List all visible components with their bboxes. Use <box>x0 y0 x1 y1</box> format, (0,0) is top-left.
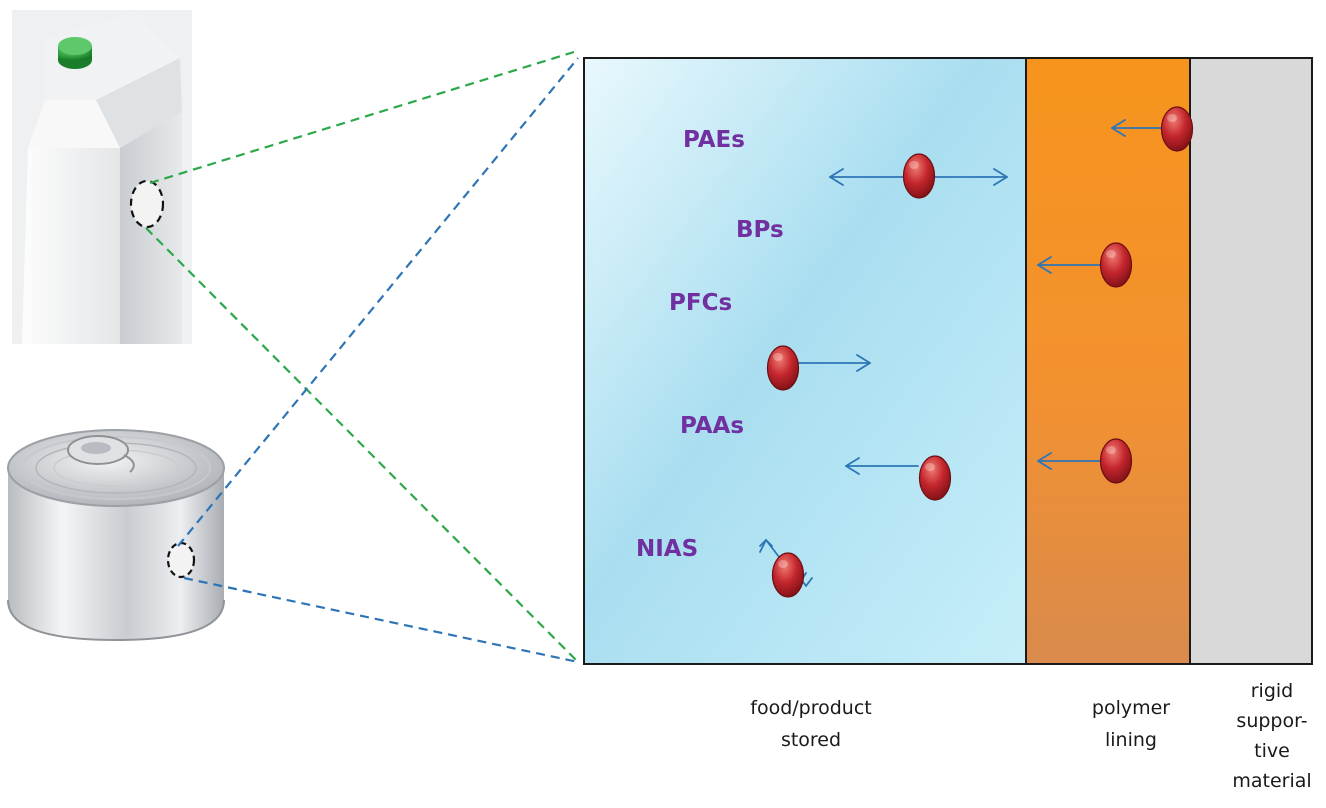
zoom-lines <box>145 50 579 664</box>
rigid-supportive-material-layer <box>1189 57 1313 665</box>
polymer-lining-caption-line-1: polymer <box>1092 697 1170 719</box>
molecule-icon <box>918 455 952 501</box>
compound-label-paas: PAAs <box>680 413 744 439</box>
rigid-material-caption-line-1: rigid <box>1251 680 1294 702</box>
arrow-left-icon <box>845 457 919 475</box>
molecule-icon <box>771 552 805 598</box>
compound-label-nias: NIAS <box>636 536 698 562</box>
rigid-material-caption-line-4: material <box>1232 770 1311 792</box>
arrow-left-icon <box>1037 452 1103 470</box>
rigid-material-caption-line-3: tive <box>1254 740 1290 762</box>
tin-can-icon <box>7 429 225 642</box>
can-zoom-marker <box>166 541 196 579</box>
food-product-caption-line-2: stored <box>781 729 841 751</box>
compound-label-bps: BPs <box>736 217 784 243</box>
molecule-icon <box>1160 106 1194 152</box>
compound-label-paes: PAEs <box>683 127 745 153</box>
polymer-lining-caption-line-2: lining <box>1105 729 1157 751</box>
food-product-caption-line-1: food/product <box>750 697 871 719</box>
polymer-lining-layer <box>1025 57 1191 665</box>
rigid-material-caption-line-2: suppor- <box>1236 710 1307 732</box>
arrow-left-icon <box>1037 256 1103 274</box>
carton-zoom-marker <box>129 179 165 229</box>
arrow-left-icon <box>1111 119 1164 137</box>
molecule-icon <box>1099 438 1133 484</box>
milk-carton-icon <box>12 10 192 344</box>
arrow-right-icon <box>797 354 871 372</box>
food-product-layer <box>583 57 1027 665</box>
molecule-icon <box>902 153 936 199</box>
molecule-icon <box>766 345 800 391</box>
compound-label-pfcs: PFCs <box>669 290 732 316</box>
molecule-icon <box>1099 242 1133 288</box>
